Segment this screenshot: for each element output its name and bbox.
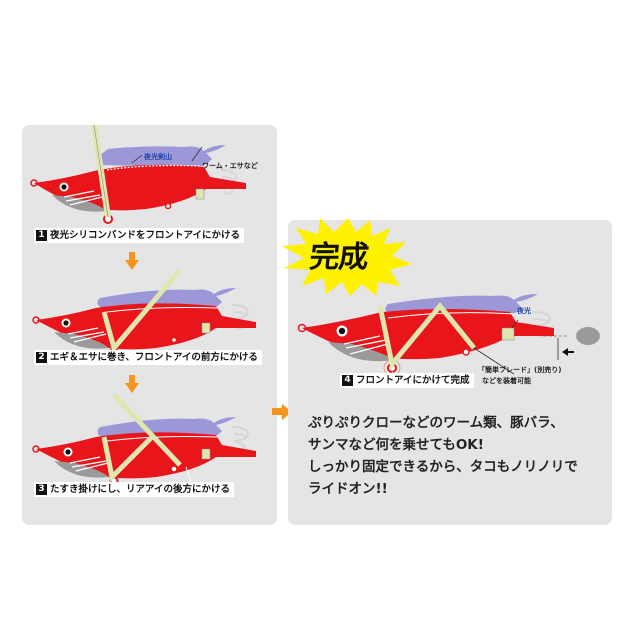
rear-band <box>195 188 205 200</box>
glow-label: 夜光 <box>517 307 531 315</box>
step-number-badge: 2 <box>36 352 47 363</box>
step3-illustration <box>32 393 256 492</box>
arrow-left-icon <box>562 348 574 356</box>
rear-eye <box>462 348 470 356</box>
description-text: ぷりぷりクローなどのワーム類、豚バラ、 サンマなど何を乗せてもOK! しっかり固… <box>308 412 578 500</box>
silicone-band <box>101 393 182 483</box>
description-line: しっかり固定できるから、タコもノリノリで <box>308 459 578 475</box>
arrow-down-icon <box>125 375 139 393</box>
blade-attachment <box>576 327 600 345</box>
step3-caption: 3 たすき掛けにし、リアアイの後方にかける <box>34 482 235 497</box>
rear-band <box>201 448 211 460</box>
step1-caption: 1 夜光シリコンバンドをフロントアイにかける <box>34 228 245 243</box>
arrow-right-icon <box>272 404 292 420</box>
glow-spine-label: 夜光剣山 <box>144 153 172 161</box>
step-text: エギ＆エサに巻き、フロントアイの前方にかける <box>50 352 258 363</box>
rear-band <box>201 322 211 334</box>
rear-band <box>501 327 515 341</box>
sinker <box>52 195 107 212</box>
completed-rig-illustration <box>297 294 600 383</box>
lure-body <box>34 164 246 211</box>
arrow-down-icon <box>125 252 139 270</box>
step-text: フロントアイにかけて完成 <box>356 375 470 386</box>
completion-panel: 完成 夜光 「簡単ブレード」(別売り) などを装着可能 4 フロントアイにかけて… <box>282 218 612 525</box>
blade-note-line2: などを装着可能 <box>482 377 531 385</box>
step-text: 夜光シリコンバンドをフロントアイにかける <box>50 230 241 241</box>
completion-burst-icon <box>282 218 412 296</box>
worm-bait-label: ワーム・エサなど <box>202 162 258 170</box>
description-line: ライドオン!! <box>308 481 388 497</box>
completion-title: 完成 <box>307 240 370 275</box>
step2-caption: 2 エギ＆エサに巻き、フロントアイの前方にかける <box>34 350 262 365</box>
description-line: サンマなど何を乗せてもOK! <box>308 437 484 453</box>
step-number-badge: 4 <box>342 375 353 386</box>
step-number-badge: 3 <box>36 484 47 495</box>
step2-illustration <box>32 268 256 357</box>
description-line: ぷりぷりクローなどのワーム類、豚バラ、 <box>308 415 564 431</box>
step4-caption: 4 フロントアイにかけて完成 <box>340 373 474 388</box>
lure-body <box>302 309 554 360</box>
step1-illustration <box>30 125 246 224</box>
silicone-band <box>101 268 182 354</box>
step-text: たすき掛けにし、リアアイの後方にかける <box>50 484 231 495</box>
bait-worm <box>97 145 226 168</box>
silicone-band <box>377 302 476 370</box>
rear-eye <box>170 465 178 473</box>
blade-note-line1: 「簡単ブレード」(別売り) <box>478 366 562 374</box>
step-number-badge: 1 <box>36 230 47 241</box>
steps-panel: 夜光剣山 ワーム・エサなど 1 夜光シリコンバンドをフロントアイにかける 2 エ… <box>22 125 277 525</box>
